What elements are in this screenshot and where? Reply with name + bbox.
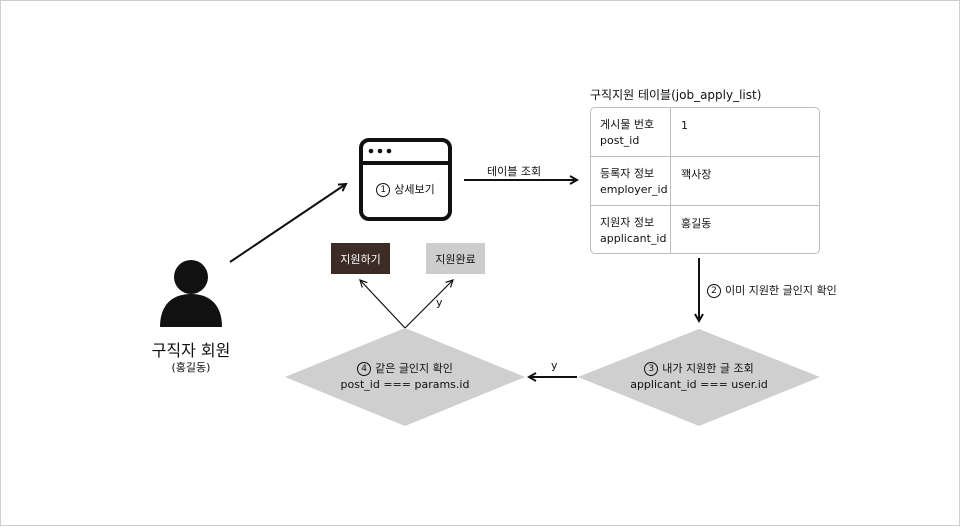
browser-window-icon bbox=[359, 138, 452, 221]
table-key: 지원자 정보 applicant_id bbox=[600, 215, 666, 247]
edge-label-y-left: y bbox=[551, 359, 558, 372]
table-value: 홍길동 bbox=[681, 217, 712, 230]
user-title: 구직자 회원 bbox=[151, 341, 231, 360]
table-value: 꽥사장 bbox=[681, 168, 712, 181]
table-title: 구직지원 테이블(job_apply_list) bbox=[590, 88, 762, 102]
arrow-to-applied bbox=[404, 279, 454, 329]
diamond3-line2: applicant_id === user.id bbox=[630, 378, 768, 391]
step2-text: 이미 지원한 글인지 확인 bbox=[725, 284, 837, 297]
table-key-en: post_id bbox=[600, 134, 640, 147]
table-row: 게시물 번호 post_id 1 bbox=[591, 108, 819, 157]
diamond-step3 bbox=[578, 329, 820, 426]
arrow-user-to-detail bbox=[229, 184, 346, 263]
detail-view-text: 상세보기 bbox=[394, 183, 435, 196]
step-number-2: 2 bbox=[707, 284, 721, 298]
table-key-en: employer_id bbox=[600, 183, 668, 196]
table-key-ko: 등록자 정보 bbox=[600, 167, 655, 180]
table-key-en: applicant_id bbox=[600, 232, 667, 245]
diamond4-line2: post_id === params.id bbox=[340, 378, 470, 391]
applied-button[interactable]: 지원완료 bbox=[426, 243, 485, 274]
user-icon bbox=[160, 260, 222, 327]
edge-label-y-up: y bbox=[436, 296, 443, 309]
table-column-divider bbox=[670, 108, 671, 253]
user-subtitle: (홍길동) bbox=[171, 361, 211, 374]
table-row: 등록자 정보 employer_id 꽥사장 bbox=[591, 157, 819, 206]
table-row: 지원자 정보 applicant_id 홍길동 bbox=[591, 206, 819, 253]
table-key-ko: 지원자 정보 bbox=[600, 216, 655, 229]
step-number-3: 3 bbox=[644, 362, 659, 376]
step-number-1: 1 bbox=[376, 183, 391, 197]
table-value: 1 bbox=[681, 119, 688, 132]
arrow-to-apply bbox=[359, 279, 406, 329]
table-key: 등록자 정보 employer_id bbox=[600, 166, 668, 198]
table-key-ko: 게시물 번호 bbox=[600, 118, 655, 131]
table-row-divider bbox=[591, 156, 819, 157]
diamond4-line1-text: 같은 글인지 확인 bbox=[375, 362, 453, 375]
table-lookup-label: 테이블 조회 bbox=[487, 165, 542, 178]
table-row-divider bbox=[591, 205, 819, 206]
job-apply-table: 게시물 번호 post_id 1 등록자 정보 employer_id 꽥사장 … bbox=[590, 107, 820, 254]
step-number-4: 4 bbox=[357, 362, 372, 376]
step2-label: 2 이미 지원한 글인지 확인 bbox=[707, 282, 837, 298]
table-key: 게시물 번호 post_id bbox=[600, 117, 654, 149]
diamond3-line1-text: 내가 지원한 글 조회 bbox=[662, 362, 754, 375]
apply-button[interactable]: 지원하기 bbox=[331, 243, 390, 274]
diamond-step4 bbox=[285, 328, 525, 426]
